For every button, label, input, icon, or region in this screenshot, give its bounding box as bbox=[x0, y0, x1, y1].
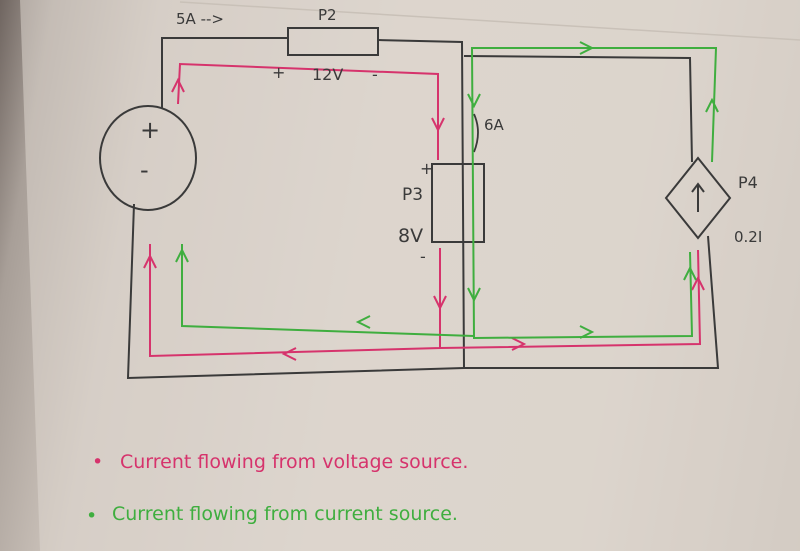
voltage-arrow-4 bbox=[281, 347, 297, 361]
legend-current-text: Current flowing from current source. bbox=[112, 503, 458, 525]
voltage-arrow-2 bbox=[431, 117, 445, 133]
source-current-label: 5A --> bbox=[176, 10, 224, 28]
p4-value-label: 0.2I bbox=[734, 228, 762, 246]
voltage-arrow-6 bbox=[511, 337, 527, 351]
current-arrow-7 bbox=[705, 97, 719, 113]
current-arrow-2 bbox=[467, 93, 481, 109]
current-arrow-8 bbox=[683, 265, 697, 281]
current-path bbox=[175, 41, 719, 340]
component-labels: 5A --> P2 + 12V - 6A + P3 8V - P4 0.2I +… bbox=[140, 6, 762, 266]
wire-top-middle bbox=[377, 39, 465, 369]
circuit-wires bbox=[126, 37, 720, 380]
p3-label: P3 bbox=[402, 185, 423, 205]
middle-current-label: 6A bbox=[484, 116, 505, 134]
p2-label: P2 bbox=[318, 6, 337, 24]
current-arrow-3 bbox=[467, 287, 481, 303]
voltage-path bbox=[143, 62, 705, 361]
legend-current-bullet: • bbox=[86, 505, 97, 527]
voltage-arrow-7 bbox=[691, 275, 705, 291]
voltage-arrow-5 bbox=[143, 253, 157, 269]
middle-current-arrow bbox=[473, 113, 479, 153]
resistor-p2 bbox=[287, 27, 379, 56]
current-arrow-6 bbox=[175, 247, 189, 263]
legend-voltage-text: Current flowing from voltage source. bbox=[120, 451, 468, 473]
paper-fold-line bbox=[179, 1, 800, 41]
wire-top-right bbox=[463, 55, 693, 163]
p3-minus-label: - bbox=[420, 247, 426, 266]
p2-voltage-label: 12V bbox=[312, 65, 343, 84]
p3-voltage-label: 8V bbox=[398, 225, 423, 247]
voltage-source bbox=[99, 105, 197, 211]
paper-sheet bbox=[20, 0, 800, 551]
p3-plus-label: + bbox=[420, 159, 433, 178]
resistor-p3 bbox=[431, 163, 485, 243]
current-path-loop bbox=[470, 47, 718, 340]
current-arrow-5 bbox=[579, 325, 595, 339]
legend-voltage-bullet: • bbox=[92, 451, 103, 473]
current-arrow-4 bbox=[355, 315, 371, 329]
p2-plus-label: + bbox=[272, 63, 285, 82]
vsource-plus-label: + bbox=[140, 116, 160, 144]
p2-minus-label: - bbox=[372, 65, 378, 84]
legend: • Current flowing from voltage source. •… bbox=[86, 451, 468, 527]
csource-arrow-head bbox=[691, 182, 705, 193]
current-path-left bbox=[181, 244, 475, 337]
vsource-minus-label: - bbox=[140, 156, 149, 184]
voltage-arrow-1 bbox=[171, 77, 185, 93]
current-arrow-1 bbox=[579, 41, 595, 55]
dependent-current-source bbox=[664, 156, 732, 240]
wire-bottom bbox=[126, 203, 720, 380]
voltage-arrow-3 bbox=[433, 295, 447, 311]
p4-label: P4 bbox=[738, 173, 758, 192]
voltage-path-bottom bbox=[149, 244, 441, 358]
wire-top-left bbox=[161, 37, 288, 108]
